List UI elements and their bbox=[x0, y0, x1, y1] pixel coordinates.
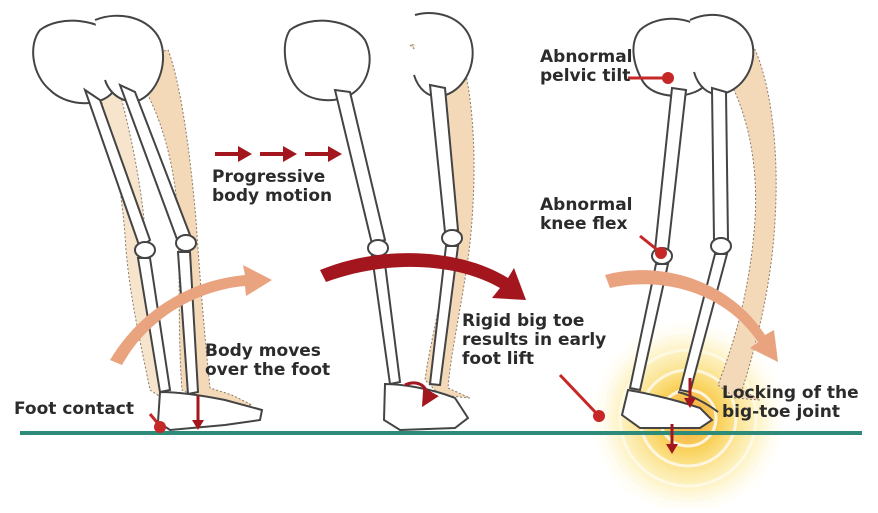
femur-3b bbox=[712, 88, 728, 240]
label-line: Rigid big toe bbox=[462, 312, 606, 331]
label-abnormal-pelvic-tilt: Abnormal pelvic tilt bbox=[540, 48, 633, 86]
label-line: Body moves bbox=[205, 342, 330, 361]
label-progressive-body-motion: Progressive body motion bbox=[212, 168, 332, 206]
label-line: over the foot bbox=[205, 361, 330, 380]
label-line: Abnormal bbox=[540, 48, 633, 67]
label-rigid-big-toe: Rigid big toe results in early foot lift bbox=[462, 312, 606, 369]
label-line: Foot contact bbox=[14, 400, 134, 419]
femur-3a bbox=[655, 88, 686, 250]
red-curved-arrow-middle bbox=[320, 253, 526, 300]
label-line: Locking of the bbox=[722, 384, 859, 403]
tibia-2a bbox=[372, 256, 400, 384]
femur-2a bbox=[335, 90, 385, 244]
pelvis-2 bbox=[285, 21, 370, 101]
label-line: Progressive bbox=[212, 168, 332, 187]
label-abnormal-knee-flex: Abnormal knee flex bbox=[540, 196, 633, 234]
label-foot-contact: Foot contact bbox=[14, 400, 134, 419]
label-line: knee flex bbox=[540, 215, 633, 234]
label-line: Abnormal bbox=[540, 196, 633, 215]
progressive-motion-arrows bbox=[215, 146, 342, 162]
label-line: foot lift bbox=[462, 350, 606, 369]
label-line: results in early bbox=[462, 331, 606, 350]
label-line: big-toe joint bbox=[722, 403, 859, 422]
foot-1 bbox=[158, 392, 262, 430]
label-line: pelvic tilt bbox=[540, 67, 633, 86]
label-body-moves: Body moves over the foot bbox=[205, 342, 330, 380]
label-line: body motion bbox=[212, 187, 332, 206]
label-locking-big-toe: Locking of the big-toe joint bbox=[722, 384, 859, 422]
